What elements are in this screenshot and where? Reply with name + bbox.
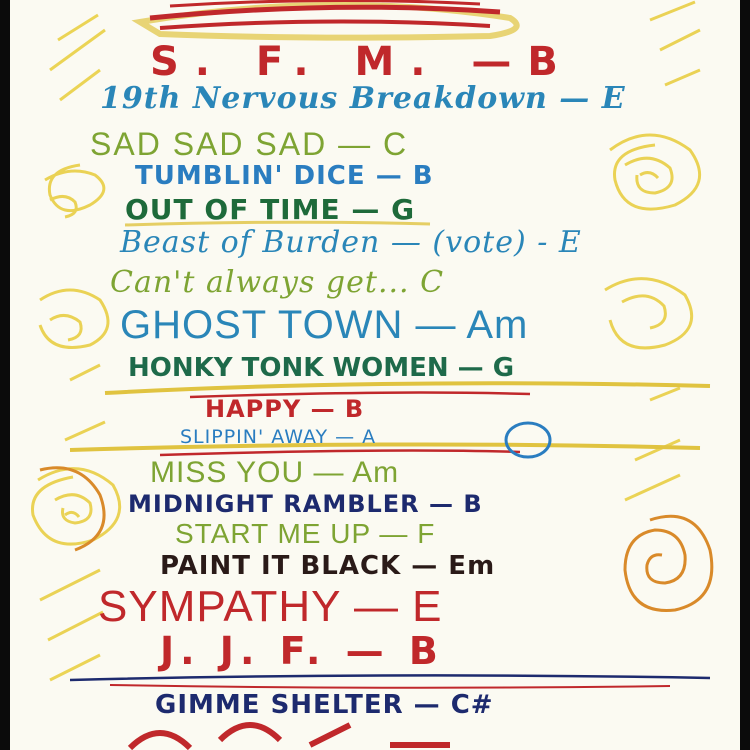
song-cant-always-get: Can't always get... C [110, 265, 445, 300]
decorative-swirls [31, 0, 714, 750]
song-honky-tonk-women: HONKY TONK WOMEN — G [128, 353, 515, 383]
song-sfm: S. F. M. —B [150, 39, 574, 85]
song-happy: HAPPY — B [205, 395, 365, 423]
song-tumblin-dice: TUMBLIN' DICE — B [135, 161, 434, 191]
song-sad-sad-sad: SAD SAD SAD — C [90, 126, 409, 162]
song-ghost-town: GHOST TOWN — Am [120, 303, 529, 347]
song-sympathy: SYMPATHY — E [98, 582, 443, 631]
song-miss-you: MISS YOU — Am [150, 456, 400, 489]
song-start-me-up: START ME UP — F [175, 518, 436, 549]
song-paint-it-black: PAINT IT BLACK — Em [160, 551, 496, 581]
setlist-sheet: S. F. M. —B 19th Nervous Breakdown — E S… [10, 0, 740, 750]
song-beast-of-burden: Beast of Burden — (vote) - E [120, 225, 582, 260]
song-midnight-rambler: MIDNIGHT RAMBLER — B [128, 490, 483, 518]
song-jjf: J. J. F. — B [160, 629, 444, 673]
song-gimme-shelter: GIMME SHELTER — C# [155, 690, 494, 720]
song-19th-nervous-breakdown: 19th Nervous Breakdown — E [100, 81, 626, 116]
song-slippin-away: SLIPPIN' AWAY — A [180, 426, 377, 448]
song-out-of-time: OUT OF TIME — G [125, 193, 416, 226]
